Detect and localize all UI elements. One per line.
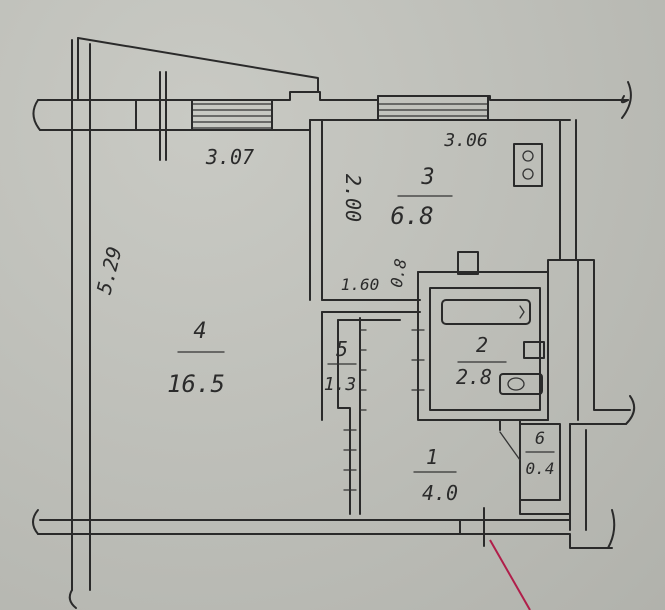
bathroom-top-wall (417, 259, 579, 421)
toilet6-walls (499, 419, 571, 515)
dim-corridor-width: 1.60 (341, 275, 380, 294)
room4-number: 4 (193, 319, 206, 344)
right-wall-vertical-lower (569, 423, 587, 531)
room2-area: 2.8 (456, 365, 492, 389)
room3-right-wall (559, 119, 577, 261)
stove-icon (513, 143, 543, 187)
room5-area: 1.3 (324, 374, 357, 395)
bathroom-wall-ticks (411, 329, 425, 391)
dim-room4-length: 5.29 (92, 244, 127, 297)
toilet6-door-mark (499, 431, 521, 461)
red-pencil-line (489, 539, 531, 610)
corridor-top-partition (321, 299, 421, 313)
room6-area: 0.4 (526, 459, 555, 478)
vent-shaft-icon (457, 251, 479, 275)
right-wall-break (625, 395, 636, 425)
labels: 4 16.5 3 6.8 2 2.8 5 1.3 1 4.0 6 0.4 3 (92, 130, 555, 505)
bathtub-drain-icon (519, 305, 525, 319)
toilet-bowl-icon (507, 377, 525, 391)
room3-area: 6.8 (390, 202, 433, 230)
bathtub-icon (441, 299, 531, 325)
wall-tick-marks (135, 71, 167, 161)
room5-number: 5 (336, 337, 348, 361)
closet5-hatching (343, 329, 367, 491)
bathroom-left-bottom-wall (417, 271, 549, 421)
window-room4 (191, 99, 273, 131)
balcony-slant (77, 37, 319, 93)
dim-room3-length: 2.00 (341, 174, 365, 222)
bottom-wall-break-right (607, 509, 616, 549)
entrance-door-marks (459, 507, 485, 547)
toilet-icon (499, 373, 543, 395)
room3-number: 3 (420, 165, 434, 190)
room6-number: 6 (535, 429, 545, 449)
right-outer-wall (575, 259, 631, 411)
bathroom-inner-outline (429, 287, 541, 411)
room1-area: 4.0 (422, 481, 458, 505)
left-wall-break (68, 589, 77, 609)
fixtures (411, 143, 545, 395)
room4-area: 16.5 (167, 370, 225, 398)
window-room3 (377, 95, 489, 121)
stove-burner-icon (522, 150, 534, 162)
sink-icon (523, 341, 545, 359)
room2-number: 2 (476, 333, 488, 357)
top-wall-inner (39, 119, 571, 131)
bottom-wall-break-left (32, 509, 39, 535)
top-wall-break-left (32, 99, 41, 131)
walls (32, 37, 636, 609)
toilet6-box (519, 423, 561, 501)
dim-corridor-small: 0.8 (387, 257, 411, 289)
bottom-wall-outer (37, 533, 613, 549)
top-wall-break-right (620, 81, 632, 119)
room1-number: 1 (426, 445, 438, 469)
dim-room3-width: 3.06 (443, 130, 487, 151)
top-wall-outer (37, 91, 629, 101)
dim-room4-width: 3.07 (205, 145, 254, 169)
partitions (321, 259, 579, 515)
stove-burner-icon (522, 168, 534, 180)
